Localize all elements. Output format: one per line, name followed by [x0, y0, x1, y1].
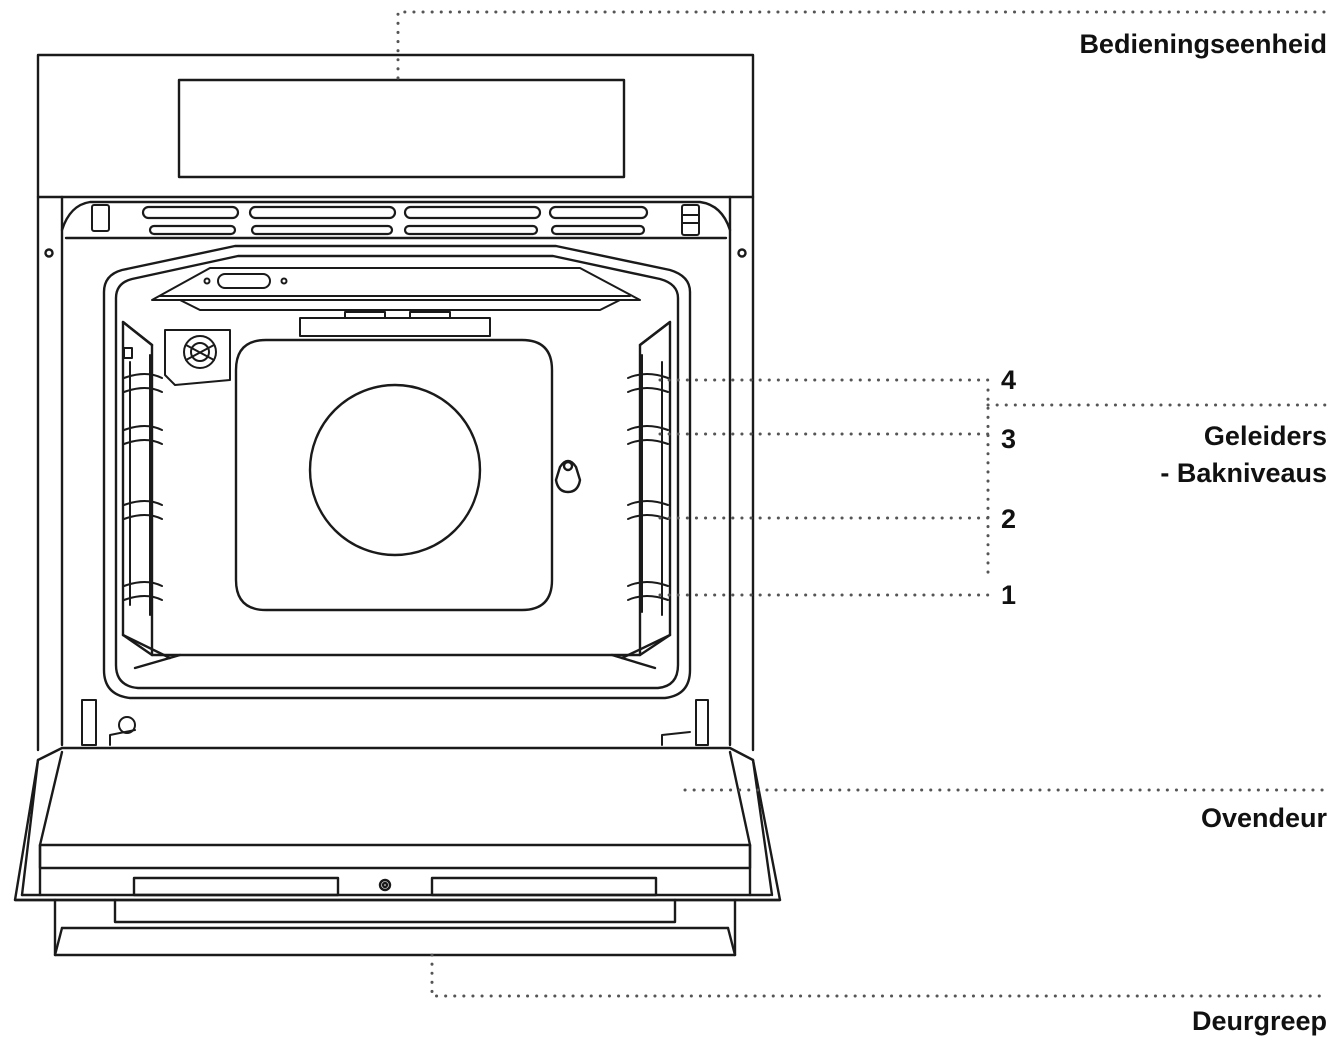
- oven-lamp: [164, 329, 231, 386]
- level-number-1: 1: [1001, 580, 1017, 610]
- back-panel: [234, 338, 582, 612]
- oven-door: [13, 746, 782, 902]
- oven-cavity: [102, 244, 692, 700]
- door-handle: [53, 898, 737, 957]
- left-rails: [123, 347, 163, 616]
- oven-frame: [36, 195, 755, 752]
- control-panel: [36, 53, 755, 199]
- leader-lines: [396, 10, 1330, 998]
- door-hinges: [81, 699, 709, 746]
- level-number-4: 4: [1001, 365, 1017, 395]
- display-window: [177, 78, 626, 179]
- right-rails: [627, 354, 669, 616]
- frame-screw-right: [737, 248, 747, 258]
- top-hinges: [91, 204, 700, 236]
- label-guides: Geleiders: [1203, 421, 1327, 451]
- top-element: [151, 267, 641, 337]
- frame-screw-left: [44, 248, 54, 258]
- fan-cover: [308, 383, 482, 557]
- label-oven-door: Ovendeur: [1200, 803, 1327, 833]
- label-control-unit: Bedieningseenheid: [1079, 29, 1327, 59]
- label-baking-levels: - Bakniveaus: [1160, 458, 1327, 488]
- level-number-2: 2: [1001, 504, 1017, 534]
- vent-slots: [141, 205, 649, 236]
- leader-door-handle: [430, 953, 1330, 998]
- label-door-handle: Deurgreep: [1191, 1006, 1327, 1036]
- level-number-3: 3: [1001, 424, 1017, 454]
